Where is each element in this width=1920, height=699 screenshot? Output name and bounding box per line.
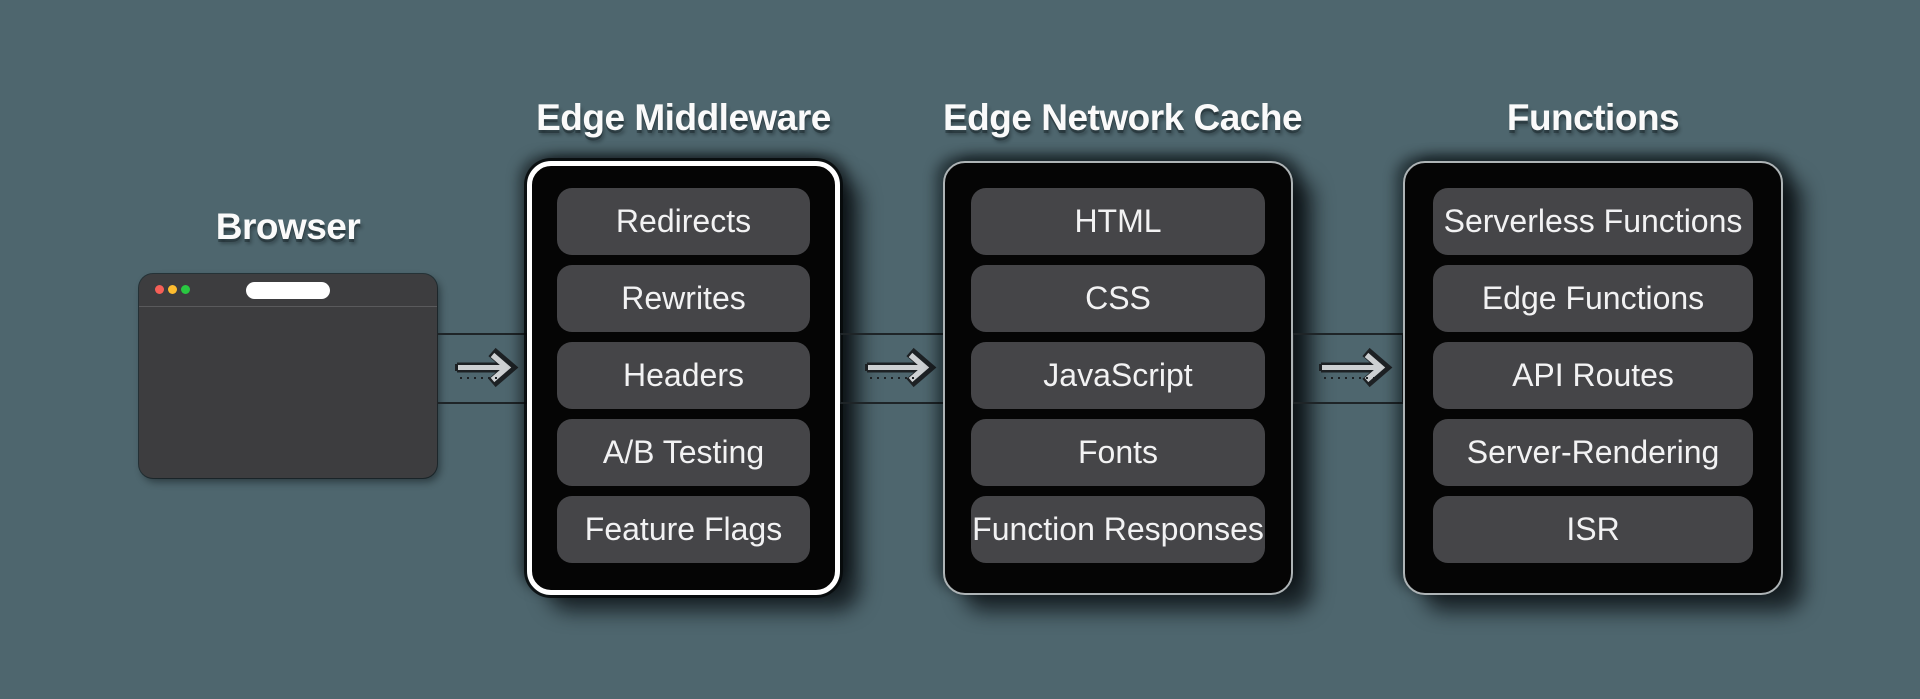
panel-edge-network-cache: HTML CSS JavaScript Fonts Function Respo…	[943, 161, 1293, 595]
edge-middleware-title: Edge Middleware	[536, 97, 831, 138]
list-item: Fonts	[971, 419, 1265, 486]
list-item: Server-Rendering	[1433, 419, 1753, 486]
list-item: HTML	[971, 188, 1265, 255]
list-item: CSS	[971, 265, 1265, 332]
list-item: A/B Testing	[557, 419, 810, 486]
list-item: Function Responses	[971, 496, 1265, 563]
list-item: Redirects	[557, 188, 810, 255]
edge-network-cache-title: Edge Network Cache	[943, 97, 1303, 138]
traffic-light-green-icon	[181, 285, 190, 294]
list-item: Headers	[557, 342, 810, 409]
list-item: ISR	[1433, 496, 1753, 563]
browser-label: Browser	[215, 206, 361, 247]
connector-browser-to-middleware	[437, 333, 527, 404]
list-item: Feature Flags	[557, 496, 810, 563]
panel-edge-middleware: Redirects Rewrites Headers A/B Testing F…	[527, 161, 840, 595]
traffic-light-yellow-icon	[168, 285, 177, 294]
arrow-right-icon	[1319, 347, 1393, 387]
traffic-lights	[155, 285, 190, 294]
list-item: Rewrites	[557, 265, 810, 332]
browser-titlebar	[139, 274, 437, 307]
connector-middleware-to-cache	[840, 333, 945, 404]
traffic-light-red-icon	[155, 285, 164, 294]
functions-title: Functions	[1506, 97, 1680, 138]
list-item: Edge Functions	[1433, 265, 1753, 332]
browser-window	[139, 274, 437, 478]
arrow-right-icon	[455, 347, 519, 387]
connector-cache-to-functions	[1293, 333, 1403, 404]
panel-functions: Serverless Functions Edge Functions API …	[1403, 161, 1783, 595]
list-item: Serverless Functions	[1433, 188, 1753, 255]
list-item: API Routes	[1433, 342, 1753, 409]
address-bar	[246, 282, 330, 299]
list-item: JavaScript	[971, 342, 1265, 409]
arrow-right-icon	[865, 347, 937, 387]
